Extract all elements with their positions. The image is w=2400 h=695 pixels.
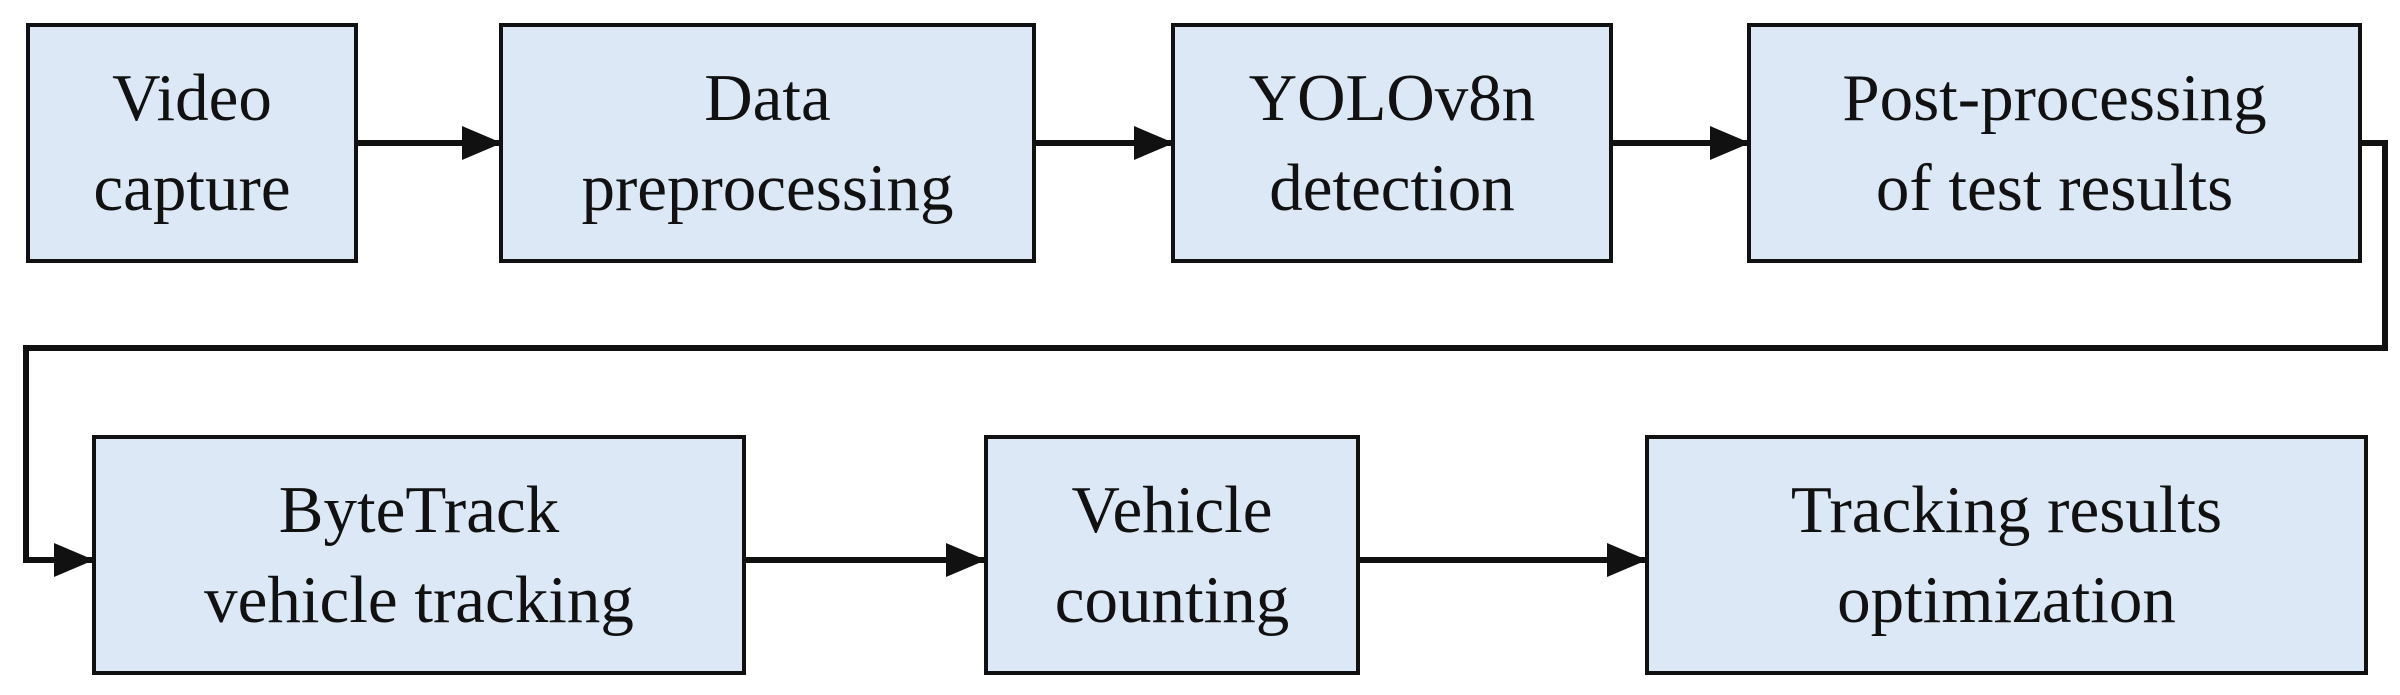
step-bytetrack-tracking: ByteTrack vehicle tracking — [92, 435, 746, 675]
step-label-line2: optimization — [1837, 563, 2176, 637]
step-yolov8n-detection: YOLOv8n detection — [1171, 23, 1613, 263]
step-label-line1: Tracking results — [1790, 473, 2223, 547]
step-label-line1: Post-processing — [1842, 61, 2267, 135]
step-tracking-optimization: Tracking results optimization — [1645, 435, 2368, 675]
step-vehicle-counting: Vehicle counting — [984, 435, 1360, 675]
step-label-line2: preprocessing — [581, 151, 954, 225]
step-label-line2: detection — [1269, 151, 1515, 225]
arrow-4-to-5 — [23, 140, 2388, 577]
step-label-line1: Vehicle — [1071, 473, 1273, 547]
step-label-line1: ByteTrack — [278, 473, 560, 547]
step-label-line1: Data — [704, 61, 831, 135]
step-label-line2: capture — [93, 151, 291, 225]
step-label-line1: YOLOv8n — [1248, 61, 1536, 135]
step-label-line2: of test results — [1875, 151, 2234, 225]
step-video-capture: Video capture — [26, 23, 358, 263]
step-post-processing: Post-processing of test results — [1747, 23, 2362, 263]
step-data-preprocessing: Data preprocessing — [499, 23, 1036, 263]
step-label-line1: Video — [112, 61, 272, 135]
step-label-line2: vehicle tracking — [204, 563, 634, 637]
step-label-line2: counting — [1054, 563, 1290, 637]
